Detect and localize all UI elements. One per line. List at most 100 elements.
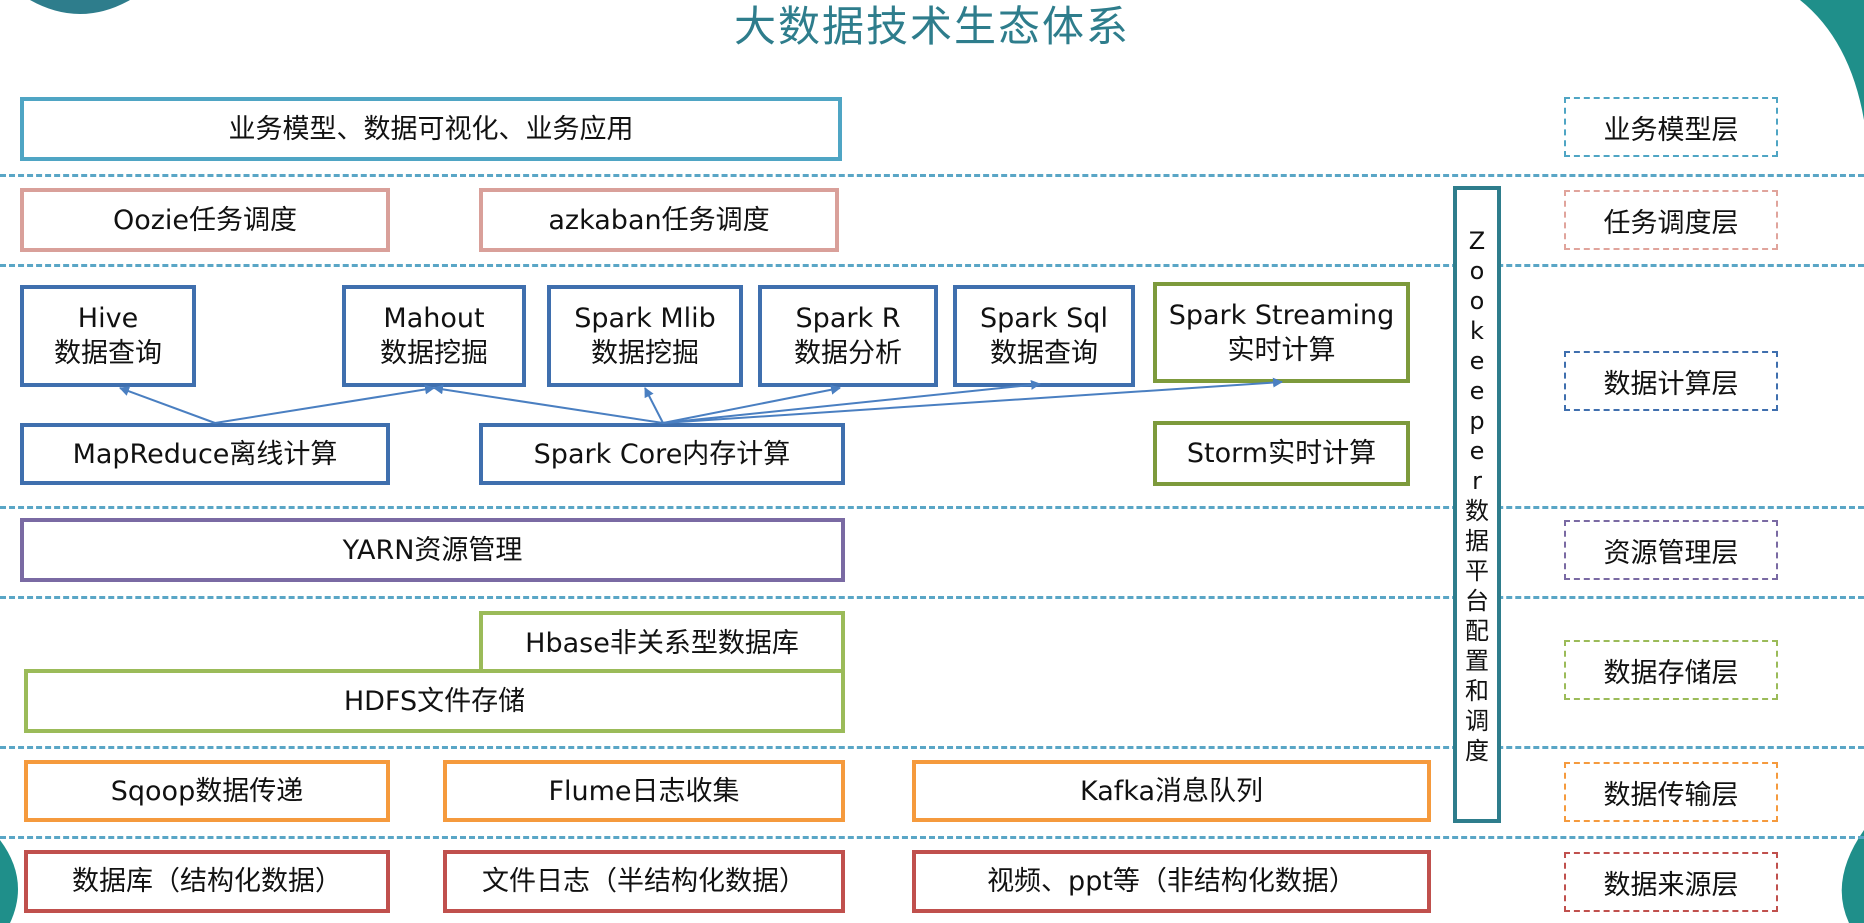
layer-label-resource: 资源管理层 bbox=[1564, 520, 1778, 580]
business-apps-label: 业务模型、数据可视化、业务应用 bbox=[228, 113, 634, 145]
zookeeper-bar: Z o o k e e p e r 数 据 平 台 配 置 和 调 度 bbox=[1453, 186, 1501, 823]
layer-label-text: 数据存储层 bbox=[1603, 657, 1739, 689]
separator-line bbox=[0, 506, 1864, 509]
arrow-mapreduce-to-hive bbox=[119, 386, 216, 424]
sqoop-label: Sqoop数据传递 bbox=[110, 775, 304, 807]
oozie-box: Oozie任务调度 bbox=[20, 188, 390, 252]
spark-mlib-name: Spark Mlib bbox=[574, 303, 716, 334]
hive-name: Hive bbox=[77, 303, 139, 334]
kafka-label: Kafka消息队列 bbox=[1080, 775, 1263, 807]
zookeeper-char: o bbox=[1469, 287, 1485, 315]
arrow-sparkcore-to-spark-sql bbox=[662, 379, 1041, 424]
arrow-sparkcore-to-streaming bbox=[662, 377, 1283, 424]
video-source-box: 视频、ppt等（非结构化数据） bbox=[912, 850, 1431, 913]
spark-streaming-name: Spark Streaming bbox=[1168, 299, 1395, 331]
separator-line bbox=[0, 746, 1864, 749]
spark-r-desc: 数据分析 bbox=[794, 338, 902, 369]
logs-source-label: 文件日志（半结构化数据） bbox=[482, 866, 806, 897]
zookeeper-char: 台 bbox=[1465, 587, 1489, 615]
mahout-name: Mahout bbox=[383, 303, 485, 334]
azkaban-label: azkaban任务调度 bbox=[548, 204, 770, 236]
layer-label-text: 数据传输层 bbox=[1603, 779, 1739, 811]
zookeeper-char: 度 bbox=[1465, 737, 1489, 765]
zookeeper-char: 和 bbox=[1465, 677, 1489, 705]
spark-sql-box: Spark Sql 数据查询 bbox=[953, 285, 1135, 387]
mahout-desc: 数据挖掘 bbox=[380, 338, 488, 369]
zookeeper-char: 配 bbox=[1465, 617, 1489, 645]
yarn-box: YARN资源管理 bbox=[20, 518, 845, 582]
spark-core-label: Spark Core内存计算 bbox=[533, 438, 791, 470]
zookeeper-char: 平 bbox=[1465, 557, 1489, 585]
layer-label-text: 资源管理层 bbox=[1603, 537, 1739, 569]
arrow-mapreduce-to-mahout bbox=[214, 384, 435, 424]
separator-line bbox=[0, 836, 1864, 839]
corner-decoration-bottom-right bbox=[1841, 830, 1864, 923]
layer-label-transfer: 数据传输层 bbox=[1564, 762, 1778, 822]
zookeeper-char: k bbox=[1470, 317, 1484, 345]
storm-label: Storm实时计算 bbox=[1186, 438, 1377, 469]
database-source-box: 数据库（结构化数据） bbox=[24, 850, 390, 913]
layer-label-business: 业务模型层 bbox=[1564, 97, 1778, 157]
flume-label: Flume日志收集 bbox=[548, 775, 740, 807]
business-apps-box: 业务模型、数据可视化、业务应用 bbox=[20, 97, 842, 161]
storm-box: Storm实时计算 bbox=[1153, 421, 1410, 486]
spark-streaming-desc: 实时计算 bbox=[1227, 334, 1336, 366]
corner-decoration-top-left bbox=[30, 0, 130, 14]
layer-label-scheduling: 任务调度层 bbox=[1564, 190, 1778, 250]
logs-source-box: 文件日志（半结构化数据） bbox=[443, 850, 845, 913]
spark-streaming-box: Spark Streaming 实时计算 bbox=[1153, 282, 1410, 383]
zookeeper-char: e bbox=[1469, 377, 1485, 405]
separator-line bbox=[0, 174, 1864, 177]
hive-desc: 数据查询 bbox=[54, 338, 162, 369]
page-title: 大数据技术生态体系 bbox=[733, 2, 1130, 51]
layer-label-compute: 数据计算层 bbox=[1564, 351, 1778, 411]
layer-label-text: 任务调度层 bbox=[1603, 207, 1739, 239]
zookeeper-char: e bbox=[1469, 347, 1485, 375]
kafka-box: Kafka消息队列 bbox=[912, 760, 1431, 822]
oozie-label: Oozie任务调度 bbox=[112, 204, 298, 236]
spark-mlib-desc: 数据挖掘 bbox=[591, 338, 699, 369]
hdfs-box: HDFS文件存储 bbox=[24, 669, 845, 733]
sqoop-box: Sqoop数据传递 bbox=[24, 760, 390, 822]
hbase-box: Hbase非关系型数据库 bbox=[479, 611, 845, 675]
hbase-label: Hbase非关系型数据库 bbox=[525, 627, 799, 659]
arrow-sparkcore-to-mahout bbox=[433, 384, 664, 424]
zookeeper-char: 调 bbox=[1465, 707, 1489, 735]
zookeeper-char: o bbox=[1469, 257, 1485, 285]
yarn-label: YARN资源管理 bbox=[342, 534, 523, 566]
layer-label-text: 业务模型层 bbox=[1603, 114, 1739, 146]
zookeeper-char: Z bbox=[1468, 227, 1486, 255]
spark-sql-name: Spark Sql bbox=[980, 303, 1108, 334]
spark-r-name: Spark R bbox=[795, 303, 901, 334]
zookeeper-char: e bbox=[1469, 437, 1485, 465]
layer-label-text: 数据来源层 bbox=[1603, 869, 1739, 901]
separator-line bbox=[0, 264, 1864, 267]
azkaban-box: azkaban任务调度 bbox=[479, 188, 839, 252]
hdfs-label: HDFS文件存储 bbox=[343, 685, 526, 717]
spark-mlib-box: Spark Mlib 数据挖掘 bbox=[547, 285, 743, 387]
separator-line bbox=[0, 596, 1864, 599]
spark-core-box: Spark Core内存计算 bbox=[479, 423, 845, 485]
corner-decoration-bottom-left bbox=[0, 840, 18, 923]
layer-label-source: 数据来源层 bbox=[1564, 852, 1778, 912]
mapreduce-label: MapReduce离线计算 bbox=[72, 438, 338, 470]
flume-box: Flume日志收集 bbox=[443, 760, 845, 822]
layer-label-text: 数据计算层 bbox=[1603, 368, 1739, 400]
spark-r-box: Spark R 数据分析 bbox=[758, 285, 938, 387]
zookeeper-char: 据 bbox=[1465, 527, 1489, 555]
spark-sql-desc: 数据查询 bbox=[989, 338, 1098, 369]
database-source-label: 数据库（结构化数据） bbox=[72, 866, 342, 897]
zookeeper-char: 数 bbox=[1465, 497, 1489, 525]
corner-decoration-top-right bbox=[1800, 0, 1864, 120]
video-source-label: 视频、ppt等（非结构化数据） bbox=[987, 866, 1356, 897]
layer-label-storage: 数据存储层 bbox=[1564, 640, 1778, 700]
zookeeper-char: 置 bbox=[1465, 647, 1489, 675]
arrow-sparkcore-to-spark-r bbox=[662, 384, 841, 424]
hive-box: Hive 数据查询 bbox=[20, 285, 196, 387]
arrow-sparkcore-to-mlib bbox=[644, 387, 664, 424]
zookeeper-char: p bbox=[1469, 407, 1485, 435]
zookeeper-char: r bbox=[1472, 467, 1482, 495]
mapreduce-box: MapReduce离线计算 bbox=[20, 423, 390, 485]
